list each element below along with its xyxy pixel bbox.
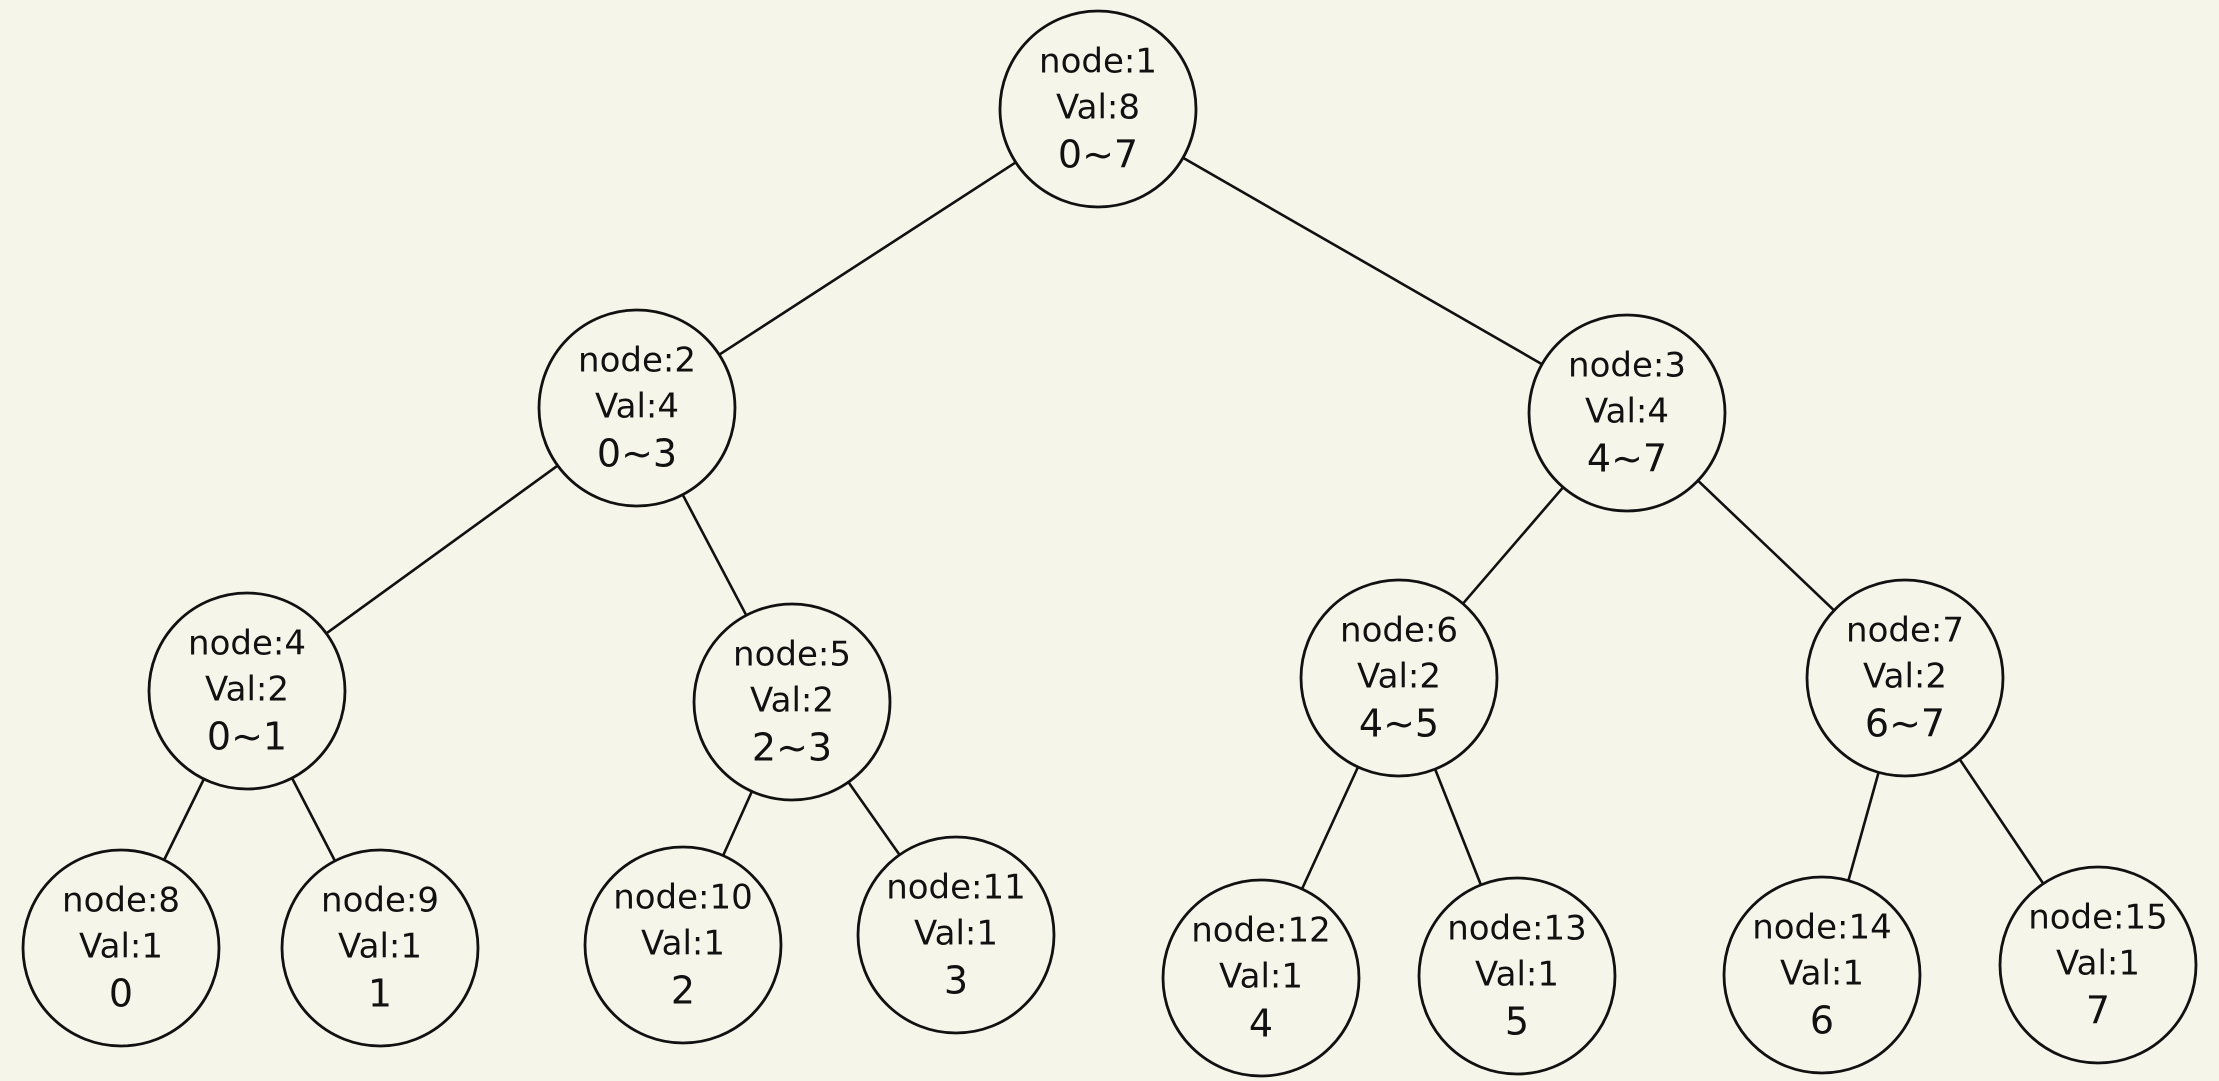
edge-2-5 xyxy=(681,493,748,617)
node-circle xyxy=(1722,875,1922,1075)
node-circle xyxy=(1805,578,2005,778)
edge-3-6 xyxy=(1461,485,1565,606)
node-value-label: Val:4 xyxy=(595,387,679,427)
node-circle xyxy=(537,308,737,508)
node-circle xyxy=(692,602,892,802)
node-value-label: Val:1 xyxy=(1780,954,1864,994)
node-circle xyxy=(147,591,347,791)
node-value-label: Val:2 xyxy=(1863,657,1947,697)
node-range-label: 0~7 xyxy=(1058,133,1138,177)
node-value-label: Val:1 xyxy=(338,927,422,967)
node-circle xyxy=(856,835,1056,1035)
node-value-label: Val:2 xyxy=(205,670,289,710)
node-name-label: node:6 xyxy=(1340,611,1458,651)
node-value-label: Val:4 xyxy=(1585,392,1669,432)
node-name-label: node:15 xyxy=(2028,898,2168,938)
node-range-label: 7 xyxy=(2086,989,2110,1033)
node-range-label: 0~1 xyxy=(207,715,287,759)
edge-4-8 xyxy=(162,777,206,862)
node-range-label: 6 xyxy=(1810,999,1834,1043)
node-name-label: node:9 xyxy=(321,881,439,921)
node-circle xyxy=(1299,578,1499,778)
node-name-label: node:13 xyxy=(1447,909,1587,949)
node-circle xyxy=(1161,878,1361,1078)
node-name-label: node:11 xyxy=(886,868,1026,908)
node-range-label: 0 xyxy=(109,972,133,1016)
node-value-label: Val:1 xyxy=(79,927,163,967)
node-circle xyxy=(21,848,221,1048)
edge-5-11 xyxy=(847,780,901,857)
edge-1-2 xyxy=(717,161,1018,357)
edge-4-9 xyxy=(290,776,337,863)
node-value-label: Val:1 xyxy=(2056,944,2140,984)
node-range-label: 0~3 xyxy=(597,432,677,476)
node-circle xyxy=(1998,865,2198,1065)
node-name-label: node:12 xyxy=(1191,911,1331,951)
edge-6-13 xyxy=(1433,767,1483,887)
edge-7-15 xyxy=(1958,757,2045,886)
edge-3-7 xyxy=(1696,479,1836,612)
edge-7-14 xyxy=(1847,771,1880,882)
node-circle xyxy=(280,848,480,1048)
node-range-label: 6~7 xyxy=(1865,702,1945,746)
node-range-label: 2 xyxy=(671,969,695,1013)
node-value-label: Val:8 xyxy=(1056,88,1140,128)
node-circle xyxy=(1417,876,1617,1076)
node-range-label: 5 xyxy=(1505,1000,1529,1044)
node-name-label: node:1 xyxy=(1039,42,1157,82)
node-name-label: node:7 xyxy=(1846,611,1964,651)
node-range-label: 3 xyxy=(944,959,968,1003)
node-value-label: Val:2 xyxy=(1357,657,1441,697)
node-range-label: 4~5 xyxy=(1359,702,1439,746)
edge-5-10 xyxy=(721,790,754,857)
node-name-label: node:14 xyxy=(1752,908,1892,948)
edges xyxy=(162,156,2045,891)
node-circle xyxy=(1527,313,1727,513)
node-name-label: node:5 xyxy=(733,635,851,675)
edge-2-4 xyxy=(324,464,560,635)
node-range-label: 1 xyxy=(368,972,392,1016)
edge-1-3 xyxy=(1181,156,1544,366)
node-range-label: 2~3 xyxy=(752,726,832,770)
node-name-label: node:10 xyxy=(613,878,753,918)
node-value-label: Val:1 xyxy=(1475,955,1559,995)
node-circle xyxy=(583,845,783,1045)
node-value-label: Val:1 xyxy=(641,924,725,964)
node-name-label: node:2 xyxy=(578,341,696,381)
node-value-label: Val:1 xyxy=(914,914,998,954)
node-range-label: 4~7 xyxy=(1587,437,1667,481)
edge-6-12 xyxy=(1300,765,1360,891)
node-value-label: Val:2 xyxy=(750,681,834,721)
node-value-label: Val:1 xyxy=(1219,957,1303,997)
node-range-label: 4 xyxy=(1249,1002,1273,1046)
node-name-label: node:4 xyxy=(188,624,306,664)
node-circle xyxy=(998,9,1198,209)
node-name-label: node:3 xyxy=(1568,346,1686,386)
node-name-label: node:8 xyxy=(62,881,180,921)
